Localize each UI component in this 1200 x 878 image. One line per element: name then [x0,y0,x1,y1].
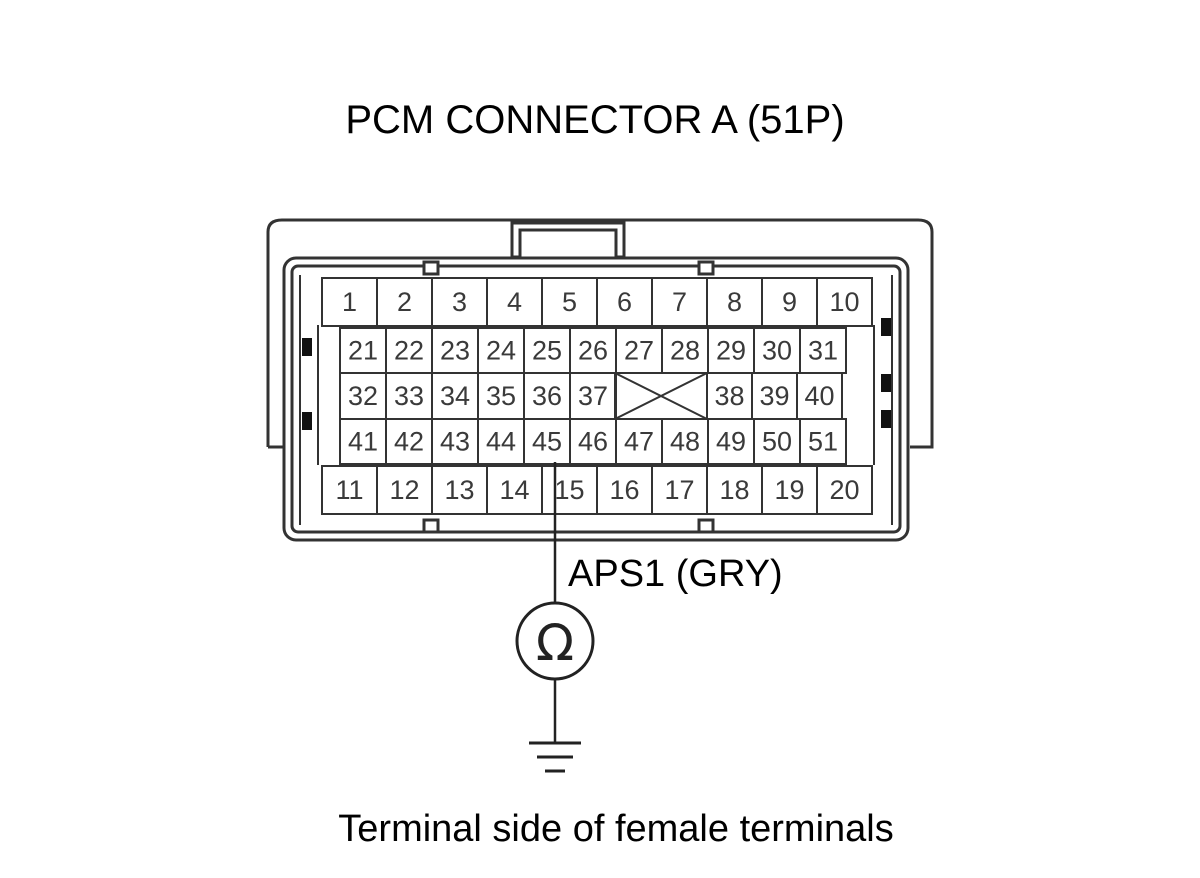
terminal-cell-16 [596,465,653,515]
terminal-cell-3 [431,277,488,327]
terminal-cell-11 [321,465,378,515]
terminal-cell-31 [799,327,847,374]
terminal-number: 47 [624,427,654,457]
terminal-number: 9 [782,287,797,317]
terminal-number: 25 [532,336,562,366]
terminal-number: 44 [486,427,516,457]
terminal-cell-28 [661,327,709,374]
terminal-cell-23 [431,327,479,374]
terminal-number: 20 [829,475,859,505]
terminal-number: 16 [609,475,639,505]
terminal-number: 40 [804,381,834,411]
ground-icon [529,741,581,773]
terminal-number: 32 [348,381,378,411]
inner-housing-lines [299,275,893,525]
terminal-cell-40 [796,372,843,420]
terminal-number: 22 [394,336,424,366]
terminal-number: 10 [829,287,859,317]
blocked-cavity [614,372,708,420]
terminal-number: 21 [348,336,378,366]
terminal-cell-32 [339,372,387,420]
terminal-number: 34 [440,381,470,411]
terminal-cell-8 [706,277,763,327]
terminal-cell-51 [799,418,847,465]
terminal-number: 27 [624,336,654,366]
terminal-number: 15 [554,475,584,505]
terminal-cell-13 [431,465,488,515]
terminal-number: 26 [578,336,608,366]
terminal-number: 4 [507,287,522,317]
terminal-number: 29 [716,336,746,366]
terminal-number: 1 [342,287,357,317]
terminal-cell-5 [541,277,598,327]
terminal-number: 35 [486,381,516,411]
terminal-number: 43 [440,427,470,457]
terminal-number: 51 [808,427,838,457]
terminal-number: 14 [499,475,529,505]
terminal-cell-15 [541,465,598,515]
terminal-number: 38 [714,381,744,411]
terminal-number: 18 [719,475,749,505]
terminal-number: 50 [762,427,792,457]
terminal-number: 6 [617,287,632,317]
terminal-number: 8 [727,287,742,317]
terminal-number: 31 [808,336,838,366]
terminal-number: 28 [670,336,700,366]
terminal-number: 12 [389,475,419,505]
terminal-cell-30 [753,327,801,374]
terminal-number: 2 [397,287,412,317]
terminal-cell-1 [321,277,378,327]
latch-tabs [302,318,893,430]
wire-label: APS1 (GRY) [568,553,783,595]
terminal-number: 41 [348,427,378,457]
terminal-number: 13 [444,475,474,505]
terminal-cell-24 [477,327,525,374]
svg-text:Ω: Ω [536,614,574,672]
terminal-cell-49 [707,418,755,465]
terminal-number: 24 [486,336,516,366]
terminal-cell-7 [651,277,708,327]
terminal-cell-10 [816,277,873,327]
footer-caption: Terminal side of female terminals [338,808,894,850]
terminal-number: 7 [672,287,687,317]
terminal-number: 19 [774,475,804,505]
terminal-number: 30 [762,336,792,366]
terminal-number: 5 [562,287,577,317]
terminal-number: 42 [394,427,424,457]
terminal-cell-19 [761,465,818,515]
connector-title: PCM CONNECTOR A (51P) [345,98,845,142]
terminal-number: 39 [759,381,789,411]
terminal-number: 45 [532,427,562,457]
terminal-number: 3 [452,287,467,317]
terminal-number: 33 [394,381,424,411]
terminal-number: 46 [578,427,608,457]
terminal-number: 11 [335,475,363,505]
terminal-cell-20 [816,465,873,515]
terminal-number: 23 [440,336,470,366]
ohmmeter-icon: Ω [515,601,595,681]
terminal-cell-46 [569,418,617,465]
terminal-number: 49 [716,427,746,457]
terminal-number: 17 [664,475,694,505]
terminal-number: 37 [578,381,608,411]
terminal-number: 48 [670,427,700,457]
terminal-number: 36 [532,381,562,411]
terminal-cell-14 [486,465,543,515]
terminal-cell-21 [339,327,387,374]
